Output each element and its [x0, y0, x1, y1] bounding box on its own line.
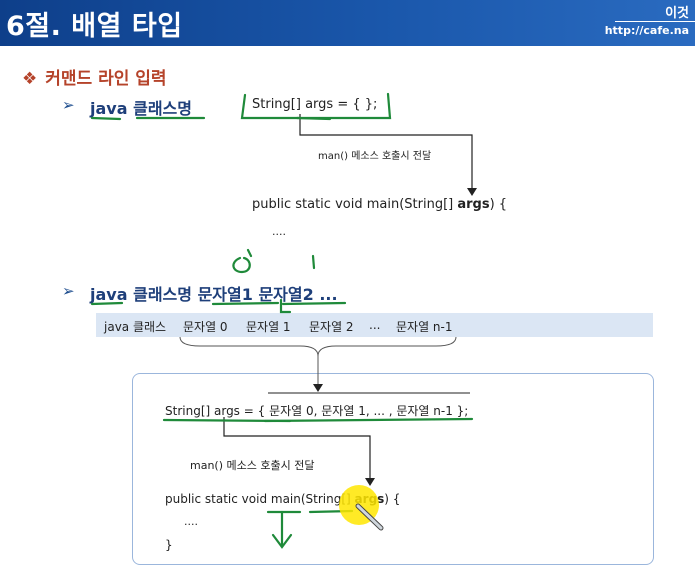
class-name-label: 클래스명 — [133, 285, 192, 304]
arrowhead-2 — [313, 384, 323, 392]
pen-cursor-icon — [355, 503, 384, 531]
section-heading: ❖ 커맨드 라인 입력 — [22, 64, 167, 89]
class-name-label: 클래스명 — [133, 99, 192, 118]
more-args: ... — [319, 285, 338, 304]
section-heading-text: 커맨드 라인 입력 — [45, 69, 167, 89]
args-bracket — [179, 336, 457, 390]
args-panel — [132, 373, 654, 565]
header-rule — [615, 21, 695, 22]
arrow-bullet-icon: ➢ — [62, 282, 75, 300]
band-arg-2: 문자열 2 — [309, 320, 354, 334]
java-keyword: java — [90, 285, 128, 304]
call-note-2: man() 메소스 호출시 전달 — [190, 459, 315, 472]
main-signature-prefix: public static void main(String[] — [252, 197, 458, 212]
slide-title: 6절. 배열 타입 — [6, 11, 183, 42]
array-init-code: String[] args = { 문자열 0, 문자열 1, ... , 문자… — [165, 404, 469, 418]
main-signature-1: public static void main(String[] args) { — [252, 197, 507, 212]
string-arg-1: 문자열1 — [197, 285, 253, 304]
arrow-bullet-icon: ➢ — [62, 96, 75, 114]
second-item-label: java 클래스명 문자열1 문자열2 ... — [90, 281, 338, 305]
ellipsis-2: .... — [184, 515, 198, 528]
ellipsis-1: .... — [272, 225, 286, 238]
empty-array-code: String[] args = { }; — [252, 97, 378, 112]
args-param: args — [457, 197, 490, 212]
connector-arrow-1 — [299, 114, 473, 194]
arrowhead-1 — [467, 188, 477, 196]
band-arg-0: 문자열 0 — [183, 320, 228, 334]
band-command: java 클래스 — [104, 320, 167, 334]
connector-arrow-3 — [223, 417, 371, 484]
url-label: http://cafe.na — [604, 24, 689, 37]
band-arg-last: 문자열 n-1 — [396, 320, 453, 334]
command-line-band — [96, 313, 653, 337]
arrowhead-3 — [365, 478, 375, 486]
call-note-1: man() 메소스 호출시 전달 — [318, 151, 432, 162]
main-signature-suffix: ) { — [489, 197, 508, 212]
green-ink — [90, 92, 474, 549]
close-brace: } — [165, 538, 173, 552]
title-bar: 6절. 배열 타입 이것 http://cafe.na — [0, 0, 695, 46]
java-keyword: java — [90, 99, 128, 118]
first-item-label: java 클래스명 — [90, 95, 192, 119]
string-arg-2: 문자열2 — [258, 285, 314, 304]
author-label: 이것 — [665, 6, 689, 21]
band-arg-1: 문자열 1 — [246, 320, 291, 334]
main-signature-suffix: ) { — [384, 492, 401, 506]
diamond-bullet-icon: ❖ — [22, 69, 38, 89]
band-arg-ellipsis: ... — [369, 318, 381, 332]
main-signature-prefix: public static void main(String[] — [165, 492, 355, 506]
